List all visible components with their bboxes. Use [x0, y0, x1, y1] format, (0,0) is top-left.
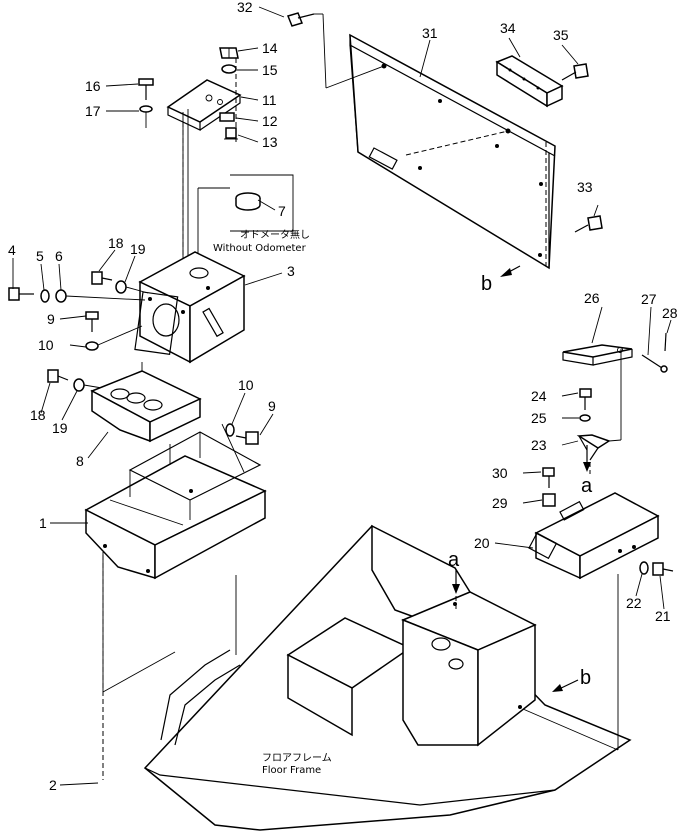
guide-lines: [102, 58, 619, 780]
label-22: 22: [626, 595, 642, 611]
bracket-23: [576, 349, 622, 461]
label-31: 31: [422, 25, 438, 41]
washer-25: [579, 414, 591, 422]
box-20: [528, 492, 660, 580]
ref-a-bottom: a: [448, 549, 460, 571]
bolt-30: [542, 467, 555, 488]
captions: オドメータ無し Without Odometer フロアフレーム Floor F…: [213, 228, 332, 776]
label-19-lower: 19: [52, 420, 68, 436]
label-29: 29: [492, 495, 508, 511]
label-34: 34: [500, 20, 516, 36]
label-12: 12: [262, 113, 278, 129]
arrow-b-right: [552, 679, 579, 692]
bolt-9-left: [85, 311, 99, 332]
floor-frame: [143, 524, 632, 831]
ref-b-left: b: [481, 273, 492, 295]
clip-12: [219, 112, 235, 122]
nut-14: [219, 47, 239, 59]
ref-a-top: a: [581, 475, 593, 497]
bracket-26: [562, 344, 633, 366]
label-27: 27: [641, 291, 657, 307]
label-32: 32: [237, 0, 253, 15]
arrow-a-bottom: [452, 570, 460, 594]
label-21: 21: [655, 608, 671, 624]
label-1: 1: [39, 515, 47, 531]
caption-odometer-jp: オドメータ無し: [240, 228, 310, 241]
label-35: 35: [553, 27, 569, 43]
label-3: 3: [287, 263, 295, 279]
label-26: 26: [584, 290, 600, 306]
label-8: 8: [76, 453, 84, 469]
strip-34: [495, 55, 564, 108]
label-19-upper: 19: [130, 241, 146, 257]
panel-31: [349, 33, 556, 270]
washer-10-left: [85, 325, 143, 351]
plate-8: [90, 362, 202, 443]
label-5: 5: [36, 248, 44, 264]
bolt-21: [652, 562, 674, 576]
part-number-labels: 32 31 34 35 14 15 11 12 13 16 17 7 33 3 …: [8, 0, 678, 793]
label-17: 17: [85, 103, 101, 119]
washer-17: [139, 105, 153, 128]
label-30: 30: [492, 465, 508, 481]
bolt-9-right: [235, 431, 259, 445]
label-7: 7: [278, 203, 286, 219]
arrow-a-top: [583, 445, 591, 472]
label-6: 6: [55, 248, 63, 264]
bolt-18-lower: [47, 369, 69, 383]
label-20: 20: [474, 535, 490, 551]
bolt-35: [561, 63, 589, 81]
pin-27: [641, 354, 668, 373]
label-2: 2: [49, 777, 57, 793]
bolt-18-upper: [91, 271, 113, 285]
washer-10-right: [225, 423, 235, 437]
label-18-lower: 18: [30, 407, 46, 423]
label-14: 14: [262, 40, 278, 56]
caption-floor-jp: フロアフレーム: [262, 752, 332, 764]
washer-22: [639, 561, 649, 575]
label-23: 23: [531, 437, 547, 453]
washer-6: [55, 289, 146, 303]
nut-29: [542, 493, 556, 507]
label-15: 15: [262, 62, 278, 78]
label-18-upper: 18: [108, 235, 124, 251]
bolt-16: [138, 78, 154, 100]
box-3: [134, 251, 246, 364]
ref-b-right: b: [580, 667, 591, 689]
label-10-right: 10: [238, 377, 254, 393]
pin-28: [664, 332, 667, 352]
label-4: 4: [8, 242, 16, 258]
label-24: 24: [531, 388, 547, 404]
label-33: 33: [577, 179, 593, 195]
washer-5: [40, 289, 50, 303]
bolt-33: [574, 215, 603, 233]
arrow-b-left: [500, 265, 521, 277]
label-11: 11: [262, 92, 277, 108]
bracket-11: [166, 79, 242, 263]
console-1: [84, 423, 267, 580]
caption-odometer-en: Without Odometer: [213, 243, 307, 254]
label-25: 25: [531, 410, 547, 426]
leader-lines: [12, 6, 672, 786]
label-9-left: 9: [47, 311, 55, 327]
bolt-32: [286, 12, 385, 89]
reference-letters: a a b b: [448, 273, 593, 689]
label-10-left: 10: [38, 337, 54, 353]
bolt-24: [579, 388, 592, 410]
washer-19-upper: [115, 280, 149, 294]
caption-floor-en: Floor Frame: [262, 765, 321, 776]
bolt-4: [8, 287, 34, 301]
label-13: 13: [262, 134, 278, 150]
washer-15: [221, 64, 237, 74]
label-9-right: 9: [268, 398, 276, 414]
cap-7-detail: [197, 174, 294, 253]
label-16: 16: [85, 78, 101, 94]
label-28: 28: [662, 305, 678, 321]
